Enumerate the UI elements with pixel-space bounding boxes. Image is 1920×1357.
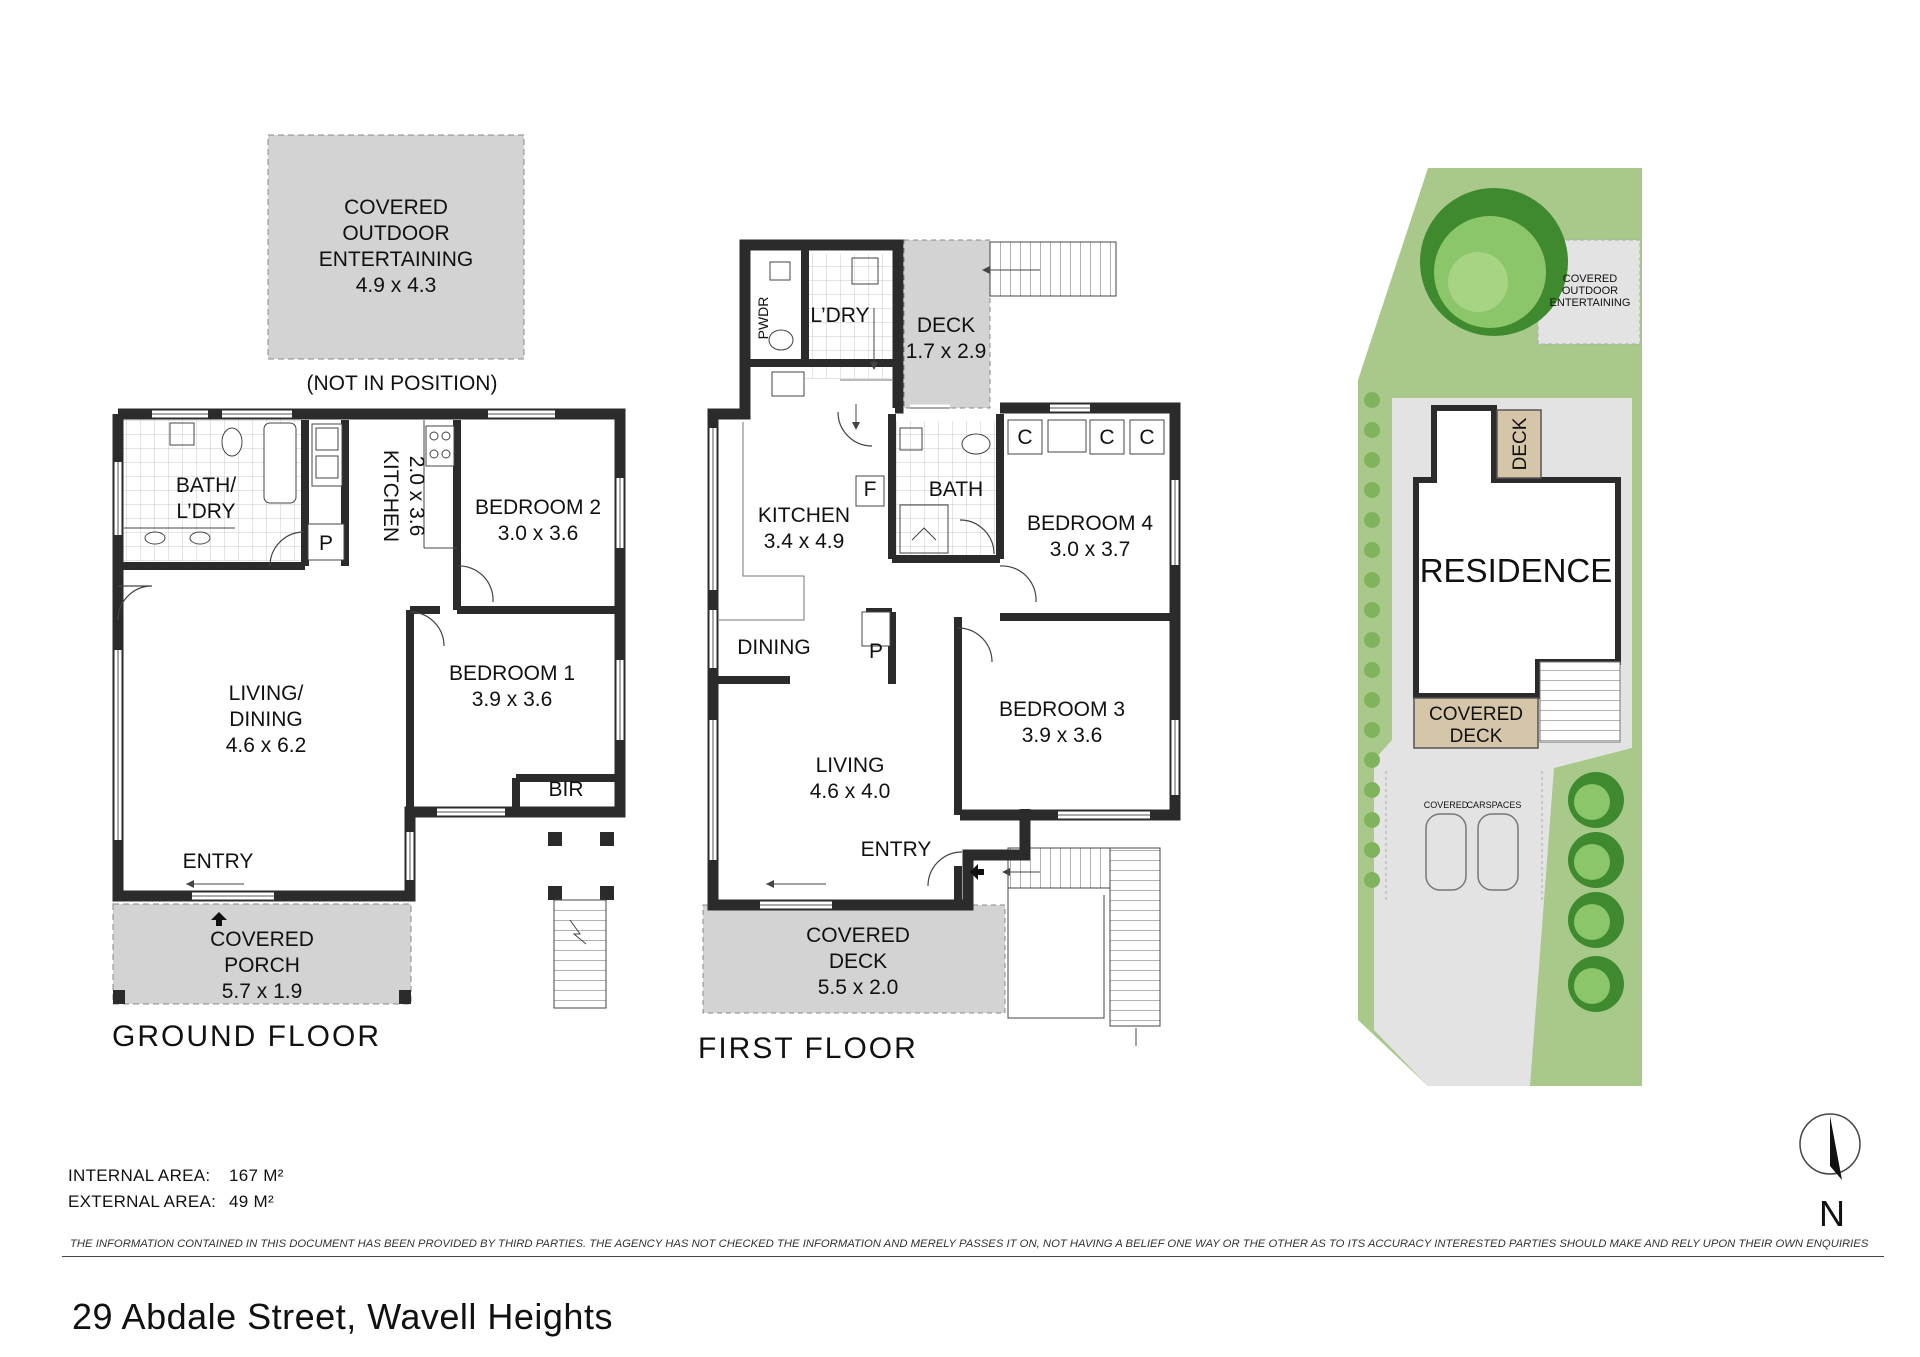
residence-footprint	[1413, 405, 1621, 699]
first-covered-deck-size: 5.5 x 2.0	[818, 976, 899, 999]
internal-area-row: INTERNAL AREA: 167 M²	[68, 1166, 283, 1186]
site-covered-deck	[1413, 697, 1539, 749]
cupboard-label-3: C	[1139, 426, 1154, 449]
footer-divider	[62, 1256, 1884, 1257]
site-deck-label: DECK	[1510, 417, 1531, 470]
first-kitchen-label: KITCHEN	[758, 504, 850, 527]
carspaces-label-2: CARSPACES	[1467, 800, 1522, 810]
porch-label-2: PORCH	[224, 954, 300, 977]
first-deck-label: DECK	[917, 314, 975, 337]
car-icon	[1477, 813, 1519, 891]
external-area-value: 49 M²	[229, 1192, 274, 1211]
first-pantry-label: P	[869, 640, 883, 663]
shower	[899, 504, 949, 554]
first-floor-title: FIRST FLOOR	[698, 1032, 918, 1065]
ground-bath-label-1: BATH/	[176, 474, 236, 497]
north-label: N	[1819, 1193, 1845, 1234]
site-plan	[1358, 168, 1642, 1086]
external-area-label: EXTERNAL AREA:	[68, 1192, 217, 1211]
ground-floor-title: GROUND FLOOR	[112, 1020, 381, 1053]
first-deck-size: 1.7 x 2.9	[906, 340, 987, 363]
first-kitchen-size: 3.4 x 4.9	[764, 530, 845, 553]
ground-outdoor-size: 4.9 x 4.3	[356, 274, 437, 297]
covered-outdoor-area	[267, 134, 525, 360]
fridge-label: F	[864, 478, 877, 501]
bedroom2-size: 3.0 x 3.6	[498, 522, 579, 545]
north-arrow-icon	[1799, 1113, 1861, 1180]
ground-entry-label: ENTRY	[183, 850, 254, 873]
first-floor-plan	[702, 239, 1181, 1046]
first-stove	[771, 371, 805, 397]
bedroom1-label: BEDROOM 1	[449, 662, 575, 685]
bedroom4-label: BEDROOM 4	[1027, 512, 1153, 535]
ground-floor-plan	[112, 134, 626, 1009]
ground-living-label-1: LIVING/	[229, 682, 304, 705]
first-living-size: 4.6 x 4.0	[810, 780, 891, 803]
first-pantry-box	[861, 611, 891, 647]
ground-kitchen-label: KITCHEN	[379, 450, 402, 542]
bir-label: BIR	[548, 778, 583, 801]
bedroom4-size: 3.0 x 3.7	[1050, 538, 1131, 561]
internal-area-label: INTERNAL AREA:	[68, 1166, 211, 1185]
cupboard-label-1: C	[1017, 426, 1032, 449]
ground-pantry-label: P	[319, 532, 333, 555]
first-dining-label: DINING	[737, 636, 811, 659]
bedroom1-size: 3.9 x 3.6	[472, 688, 553, 711]
car-icon	[1425, 813, 1467, 891]
property-address: 29 Abdale Street, Wavell Heights	[72, 1296, 613, 1337]
site-covered-deck-label-2: DECK	[1450, 726, 1503, 747]
ground-stairs	[553, 899, 607, 1009]
ground-living-size: 4.6 x 6.2	[226, 734, 307, 757]
site-covered-deck-label-1: COVERED	[1429, 704, 1523, 725]
disclaimer-text: THE INFORMATION CONTAINED IN THIS DOCUME…	[70, 1238, 1869, 1250]
site-deck	[1496, 409, 1542, 479]
bedroom2-label: BEDROOM 2	[475, 496, 601, 519]
kitchen-sink	[311, 423, 343, 487]
site-outdoor-label-2: OUTDOOR	[1562, 285, 1618, 297]
bedroom3-size: 3.9 x 3.6	[1022, 724, 1103, 747]
fridge-box	[855, 475, 885, 507]
first-covered-deck-area	[702, 904, 1006, 1014]
ground-kitchen-size: 2.0 x 3.6	[405, 456, 428, 537]
first-bath-label: BATH	[929, 478, 983, 501]
first-top-stairs	[989, 241, 1117, 297]
first-laundry-label: L’DRY	[810, 304, 869, 327]
not-in-position-note: (NOT IN POSITION)	[307, 372, 498, 395]
pantry-box	[307, 523, 345, 561]
first-covered-deck-label-2: DECK	[829, 950, 887, 973]
bedroom3-label: BEDROOM 3	[999, 698, 1125, 721]
ground-bath-label-2: L’DRY	[176, 500, 235, 523]
carspaces-label-1: COVERED	[1424, 800, 1469, 810]
external-area-row: EXTERNAL AREA: 49 M²	[68, 1192, 274, 1212]
ground-living-label-2: DINING	[229, 708, 303, 731]
pwdr-label: PWDR	[755, 297, 771, 340]
porch-label-1: COVERED	[210, 928, 314, 951]
site-outdoor-label-1: COVERED	[1563, 273, 1617, 285]
covered-porch-area	[112, 903, 412, 1005]
ground-outdoor-label-3: ENTERTAINING	[319, 248, 473, 271]
porch-size: 5.7 x 1.9	[222, 980, 303, 1003]
ground-outdoor-label-2: OUTDOOR	[342, 222, 449, 245]
internal-area-value: 167 M²	[229, 1166, 284, 1185]
first-living-label: LIVING	[816, 754, 885, 777]
stove	[425, 425, 455, 467]
residence-label: RESIDENCE	[1420, 552, 1613, 589]
ground-outdoor-label-1: COVERED	[344, 196, 448, 219]
site-outdoor-label-3: ENTERTAINING	[1550, 297, 1631, 309]
first-entry-label: ENTRY	[861, 838, 932, 861]
cupboard-label-2: C	[1099, 426, 1114, 449]
first-covered-deck-label-1: COVERED	[806, 924, 910, 947]
